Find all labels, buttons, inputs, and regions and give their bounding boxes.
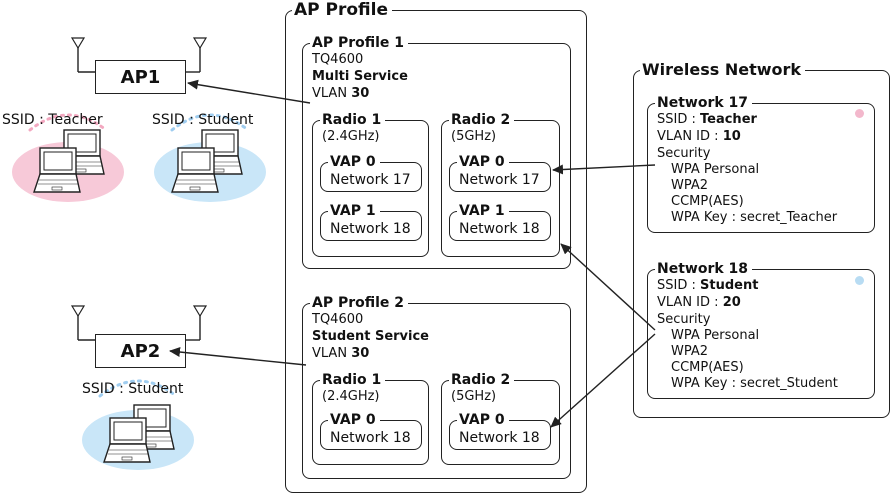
p1-r1-vap0-title: VAP 0 — [328, 155, 380, 169]
ap-profile-2-service: Student Service — [312, 329, 429, 344]
p2-radio2-title: Radio 2 — [449, 373, 515, 387]
network-17-vlan: VLAN ID : 10 — [657, 130, 741, 143]
vlan-label: VLAN ID : — [657, 129, 723, 144]
laptop-icon — [103, 417, 151, 463]
p1-r2-vap0-network: Network 17 — [459, 172, 540, 188]
network-18-security: Security — [657, 312, 711, 327]
p1-r1-vap1-title: VAP 1 — [328, 204, 380, 218]
ssid-label: SSID : — [657, 112, 700, 127]
p2-r2-vap0-title: VAP 0 — [457, 413, 509, 427]
vlan-label: VLAN — [312, 86, 348, 101]
ssid-student-label-ap1: SSID : Student — [152, 112, 254, 128]
network-17-cipher: CCMP(AES) — [671, 194, 744, 209]
network-18-auth: WPA Personal — [671, 328, 760, 343]
laptop-icon — [171, 147, 219, 193]
vlan-value: 30 — [351, 86, 370, 101]
network-18-vlan: VLAN ID : 20 — [657, 296, 741, 309]
network-17-security: Security — [657, 146, 711, 161]
p1-r1-vap0-network: Network 17 — [330, 172, 411, 188]
vlan-label: VLAN ID : — [657, 295, 723, 310]
p1-radio1-title: Radio 1 — [320, 113, 386, 127]
network-17-key: WPA Key : secret_Teacher — [671, 210, 838, 225]
laptop-icon — [33, 147, 81, 193]
network-17-ssid: SSID : Teacher — [657, 113, 757, 126]
ap2-box: AP2 — [95, 334, 186, 368]
p2-r2-vap0-network: Network 18 — [459, 430, 540, 446]
network-18-key: WPA Key : secret_Student — [671, 376, 838, 391]
ssid-teacher-label: SSID : Teacher — [2, 112, 103, 128]
p2-r1-vap0-network: Network 18 — [330, 430, 411, 446]
p1-r2-vap0-title: VAP 0 — [457, 155, 509, 169]
network-18-wpa: WPA2 — [671, 344, 709, 359]
p1-r1-vap1-network: Network 18 — [330, 221, 411, 237]
student-dot — [855, 276, 864, 285]
network-18-cipher: CCMP(AES) — [671, 360, 744, 375]
p1-radio1-band: (2.4GHz) — [322, 129, 380, 144]
network-17-box — [647, 103, 875, 233]
ap-profile-2-vlan: VLAN 30 — [312, 347, 369, 360]
network-18-ssid: SSID : Student — [657, 279, 758, 292]
network-18-title: Network 18 — [655, 262, 753, 276]
ssid-student-label-ap2: SSID : Student — [82, 381, 184, 397]
vlan-label: VLAN — [312, 346, 348, 361]
p1-r2-vap1-title: VAP 1 — [457, 204, 509, 218]
teacher-dot — [855, 109, 864, 118]
vlan-value: 30 — [351, 346, 370, 361]
ssid-value: Teacher — [700, 112, 757, 127]
ap-profile-1-service: Multi Service — [312, 69, 408, 84]
ap-profile-2-model: TQ4600 — [312, 312, 364, 327]
ap-profile-1-model: TQ4600 — [312, 52, 364, 67]
vlan-value: 20 — [722, 295, 741, 310]
ssid-label: SSID : — [657, 278, 700, 293]
network-17-auth: WPA Personal — [671, 162, 760, 177]
ap1-box: AP1 — [95, 60, 186, 94]
wireless-network-title: Wireless Network — [640, 62, 806, 78]
p2-radio1-title: Radio 1 — [320, 373, 386, 387]
p2-radio1-band: (2.4GHz) — [322, 389, 380, 404]
p2-r1-vap0-title: VAP 0 — [328, 413, 380, 427]
ssid-value: Student — [700, 278, 759, 293]
network-17-wpa: WPA2 — [671, 178, 709, 193]
network-17-title: Network 17 — [655, 96, 753, 110]
network-18-box — [647, 269, 875, 399]
ap-profile-1-title: AP Profile 1 — [310, 36, 409, 50]
vlan-value: 10 — [722, 129, 741, 144]
p1-r2-vap1-network: Network 18 — [459, 221, 540, 237]
ap-profile-title: AP Profile — [292, 2, 393, 19]
ap-profile-2-title: AP Profile 2 — [310, 296, 409, 310]
p2-radio2-band: (5GHz) — [451, 389, 497, 404]
p1-radio2-band: (5GHz) — [451, 129, 497, 144]
ap-profile-1-vlan: VLAN 30 — [312, 87, 369, 100]
p1-radio2-title: Radio 2 — [449, 113, 515, 127]
